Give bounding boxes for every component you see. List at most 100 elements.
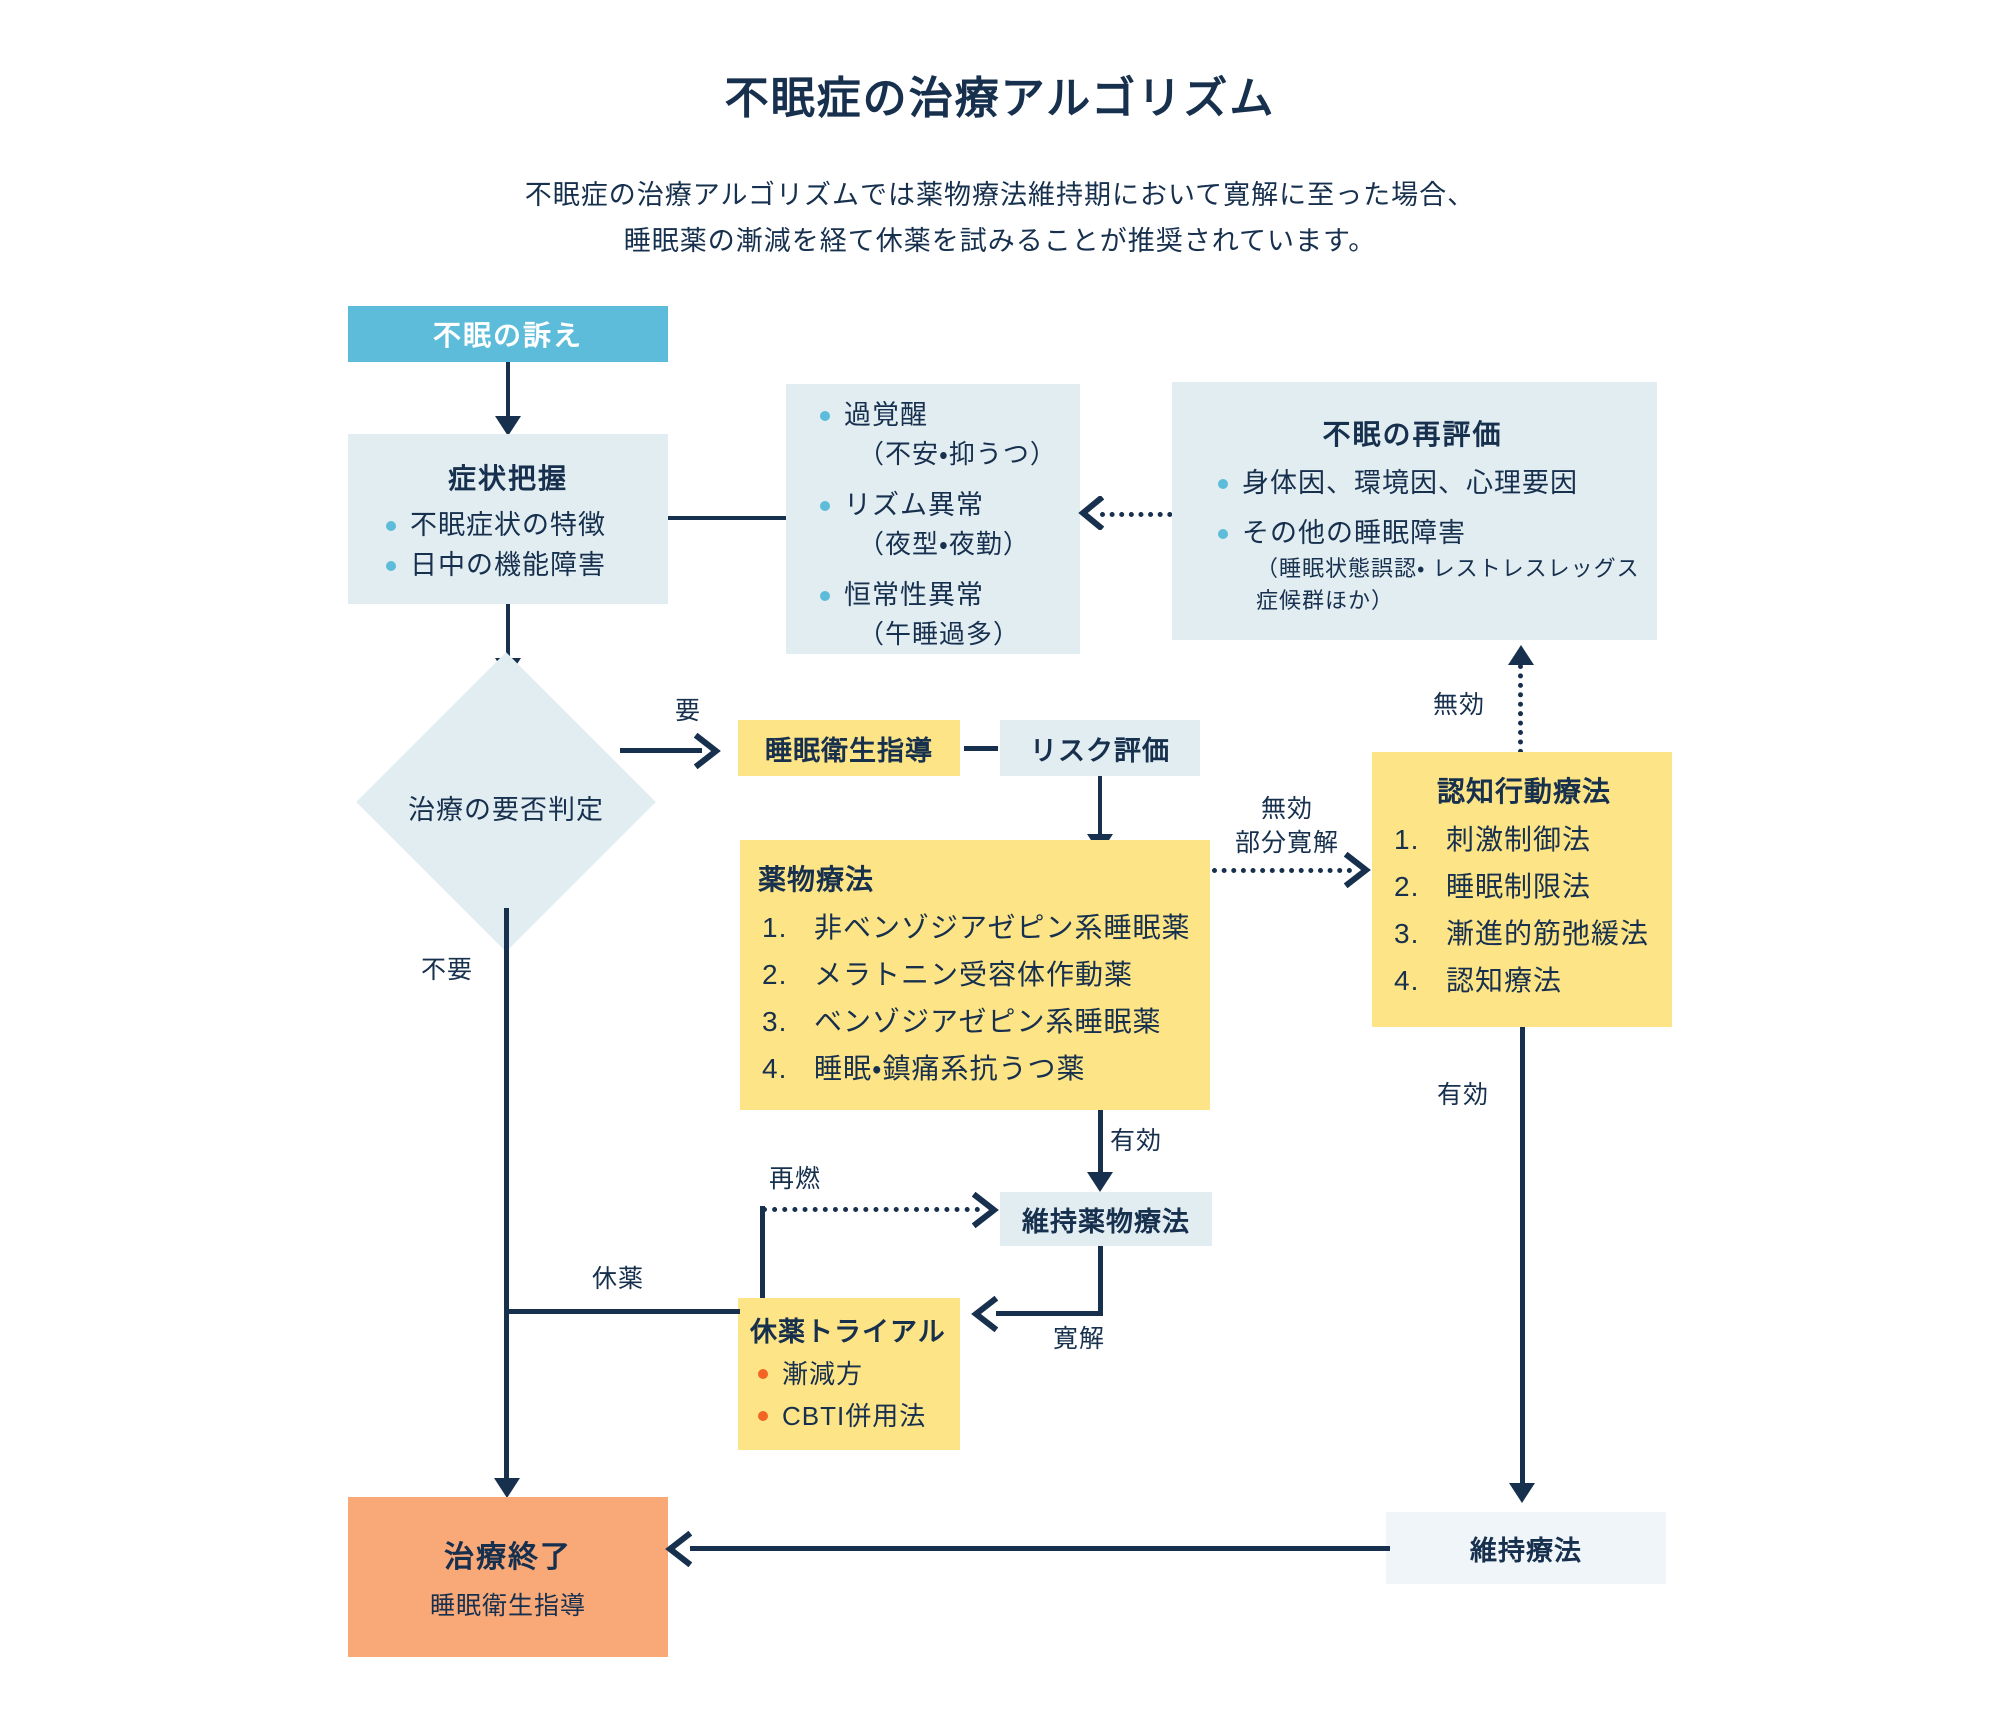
- node-mechanisms-item-0-sub: （不安・抑うつ）: [858, 439, 1057, 469]
- list-item: CBTI併用法: [752, 1395, 952, 1437]
- node-complaint[interactable]: 不眠の訴え: [348, 306, 668, 362]
- node-cbt[interactable]: 認知行動療法 刺激制御法 睡眠制限法 漸進的筋弛緩法 認知療法: [1372, 752, 1672, 1027]
- edge-trial-to-maintenance-drug-v: [760, 1206, 765, 1304]
- list-item: 睡眠制限法: [1390, 863, 1658, 910]
- node-treatment-end[interactable]: 治療終了 睡眠衛生指導: [348, 1497, 668, 1657]
- list-item: 認知療法: [1390, 957, 1658, 1004]
- node-symptoms-item-1: 日中の機能障害: [410, 550, 606, 580]
- list-item: 恒常性異常 （午睡過多）: [814, 575, 1070, 653]
- node-pharmacotherapy-item-2: ベンゾジアゼピン系睡眠薬: [814, 1006, 1162, 1037]
- node-mechanisms-item-1-sub: （夜型・夜勤）: [858, 529, 1030, 559]
- edge-hygiene-to-risk: [964, 746, 998, 751]
- node-maintenance-therapy-title: 維持療法: [1470, 1535, 1582, 1566]
- node-reassessment-list: 身体因、環境因、心理要因 その他の睡眠障害 （睡眠状態誤認・ レストレスレッグス…: [1182, 463, 1643, 617]
- node-pharmacotherapy-item-0: 非ベンゾジアゼピン系睡眠薬: [814, 912, 1191, 943]
- node-reassessment-item-0-main: 身体因、環境因、心理要因: [1242, 468, 1578, 498]
- edge-decision-to-end: [504, 908, 509, 1490]
- list-item: 刺激制御法: [1390, 816, 1658, 863]
- node-mechanisms-item-2-main: 恒常性異常: [844, 580, 984, 610]
- node-discontinuation-trial[interactable]: 休薬トライアル 漸減方 CBTI併用法: [738, 1298, 960, 1450]
- node-pharmacotherapy-item-3: 睡眠・鎮痛系抗うつ薬: [814, 1053, 1086, 1084]
- node-complaint-title: 不眠の訴え: [432, 320, 583, 351]
- node-symptoms-item-0: 不眠症状の特徴: [410, 510, 606, 540]
- node-cbt-item-0: 刺激制御法: [1446, 824, 1592, 855]
- arrowhead-reassessment-to-mechanisms: [1078, 496, 1104, 530]
- node-cbt-item-2: 漸進的筋弛緩法: [1446, 918, 1650, 949]
- node-mechanisms[interactable]: 過覚醒 （不安・抑うつ） リズム異常 （夜型・夜勤） 恒常性異常 （午睡過多）: [786, 384, 1080, 654]
- arrowhead-decision-to-hygiene: [694, 733, 722, 769]
- node-decision-label: 治療の要否判定: [408, 795, 604, 825]
- edge-label-remission: 寛解: [1052, 1325, 1105, 1353]
- node-risk-title: リスク評価: [1030, 735, 1170, 766]
- list-item: 日中の機能障害: [380, 545, 658, 585]
- edge-trial-to-maintenance-drug-h: [762, 1207, 980, 1212]
- node-pharmacotherapy-list: 非ベンゾジアゼピン系睡眠薬 メラトニン受容体作動薬 ベンゾジアゼピン系睡眠薬 睡…: [758, 904, 1196, 1092]
- edge-label-need: 要: [674, 697, 701, 725]
- edge-label-effective-drug: 有効: [1110, 1127, 1163, 1155]
- edge-complaint-to-symptoms: [506, 362, 510, 420]
- edge-label-ineffective: 無効: [1432, 691, 1485, 719]
- list-item: 漸減方: [752, 1353, 952, 1395]
- node-discontinuation-trial-item-0: 漸減方: [782, 1359, 864, 1389]
- arrowhead-maintenance-drug-to-trial: [970, 1296, 998, 1332]
- arrowhead-complaint-to-symptoms: [495, 416, 521, 436]
- node-reassessment-item-1-sub: （睡眠状態誤認・ レストレスレッグス症候群ほか）: [1256, 556, 1640, 613]
- edge-symptoms-to-decision: [506, 604, 510, 662]
- node-reassessment-item-1-main: その他の睡眠障害: [1242, 518, 1466, 548]
- edge-label-ineffective-partial: 無効 部分寛解: [1234, 795, 1339, 857]
- edge-label-effective-cbt: 有効: [1436, 1081, 1489, 1109]
- list-item: その他の睡眠障害 （睡眠状態誤認・ レストレスレッグス症候群ほか）: [1212, 513, 1643, 617]
- arrowhead-decision-to-end: [494, 1478, 520, 1498]
- page-title: 不眠症の治療アルゴリズム: [724, 74, 1276, 123]
- node-sleep-hygiene-title: 睡眠衛生指導: [765, 735, 933, 766]
- node-symptoms-title: 症状把握: [447, 463, 568, 494]
- node-mechanisms-item-1-main: リズム異常: [844, 490, 984, 520]
- list-item: 身体因、環境因、心理要因: [1212, 463, 1643, 503]
- node-treatment-end-title: 治療終了: [444, 1541, 572, 1574]
- edge-decision-to-hygiene: [620, 748, 702, 753]
- node-mechanisms-item-0-main: 過覚醒: [844, 400, 928, 430]
- arrowhead-trial-to-maintenance-drug: [972, 1192, 1000, 1228]
- list-item: メラトニン受容体作動薬: [758, 951, 1196, 998]
- node-pharmacotherapy[interactable]: 薬物療法 非ベンゾジアゼピン系睡眠薬 メラトニン受容体作動薬 ベンゾジアゼピン系…: [740, 840, 1210, 1110]
- list-item: 不眠症状の特徴: [380, 505, 658, 545]
- edge-pharmacotherapy-to-maintenance-drug: [1098, 1110, 1103, 1178]
- edge-cbt-to-reassessment: [1518, 664, 1523, 754]
- arrowhead-cbt-to-reassessment: [1508, 645, 1534, 665]
- node-risk[interactable]: リスク評価: [1000, 720, 1200, 776]
- node-cbt-list: 刺激制御法 睡眠制限法 漸進的筋弛緩法 認知療法: [1390, 816, 1658, 1004]
- node-maintenance-therapy[interactable]: 維持療法: [1386, 1512, 1666, 1584]
- edge-risk-to-pharmacotherapy: [1098, 776, 1102, 838]
- arrowhead-pharmacotherapy-to-cbt: [1344, 852, 1372, 888]
- list-item: 漸進的筋弛緩法: [1390, 910, 1658, 957]
- node-cbt-item-1: 睡眠制限法: [1446, 871, 1592, 902]
- node-cbt-title: 認知行動療法: [1436, 776, 1611, 807]
- node-symptoms[interactable]: 症状把握 不眠症状の特徴 日中の機能障害: [348, 434, 668, 604]
- list-item: リズム異常 （夜型・夜勤）: [814, 485, 1070, 563]
- node-symptoms-list: 不眠症状の特徴 日中の機能障害: [358, 505, 658, 585]
- node-reassessment[interactable]: 不眠の再評価 身体因、環境因、心理要因 その他の睡眠障害 （睡眠状態誤認・ レス…: [1172, 382, 1657, 640]
- edge-trial-to-end: [506, 1309, 740, 1314]
- list-item: 過覚醒 （不安・抑うつ）: [814, 395, 1070, 473]
- subtitle-line-1: 不眠症の治療アルゴリズムでは薬物療法維持期において寛解に至った場合、: [524, 180, 1476, 210]
- node-mechanisms-list: 過覚醒 （不安・抑うつ） リズム異常 （夜型・夜勤） 恒常性異常 （午睡過多）: [792, 395, 1070, 653]
- node-treatment-end-sub: 睡眠衛生指導: [429, 1592, 586, 1620]
- list-item: 睡眠・鎮痛系抗うつ薬: [758, 1045, 1196, 1092]
- page-subtitle: 不眠症の治療アルゴリズムでは薬物療法維持期において寛解に至った場合、 睡眠薬の漸…: [0, 172, 2000, 264]
- node-pharmacotherapy-title: 薬物療法: [758, 864, 875, 895]
- edge-label-withdrawal: 休薬: [591, 1265, 644, 1293]
- list-item: ベンゾジアゼピン系睡眠薬: [758, 998, 1196, 1045]
- node-maintenance-drug[interactable]: 維持薬物療法: [1000, 1192, 1212, 1246]
- edge-pharmacotherapy-to-cbt: [1212, 868, 1352, 873]
- edge-cbt-to-maintenance-therapy: [1520, 1027, 1525, 1497]
- node-pharmacotherapy-item-1: メラトニン受容体作動薬: [814, 959, 1134, 990]
- arrowhead-maintenance-therapy-to-end: [664, 1531, 692, 1567]
- edge-maintenance-drug-to-trial-h: [996, 1311, 1103, 1316]
- node-mechanisms-item-2-sub: （午睡過多）: [858, 619, 1021, 649]
- arrowhead-pharmacotherapy-to-maintenance-drug: [1087, 1172, 1113, 1192]
- node-discontinuation-trial-title: 休薬トライアル: [750, 1317, 946, 1347]
- edge-symptoms-to-mechanisms: [668, 516, 786, 520]
- edge-maintenance-therapy-to-end: [690, 1546, 1390, 1551]
- node-sleep-hygiene[interactable]: 睡眠衛生指導: [738, 720, 960, 776]
